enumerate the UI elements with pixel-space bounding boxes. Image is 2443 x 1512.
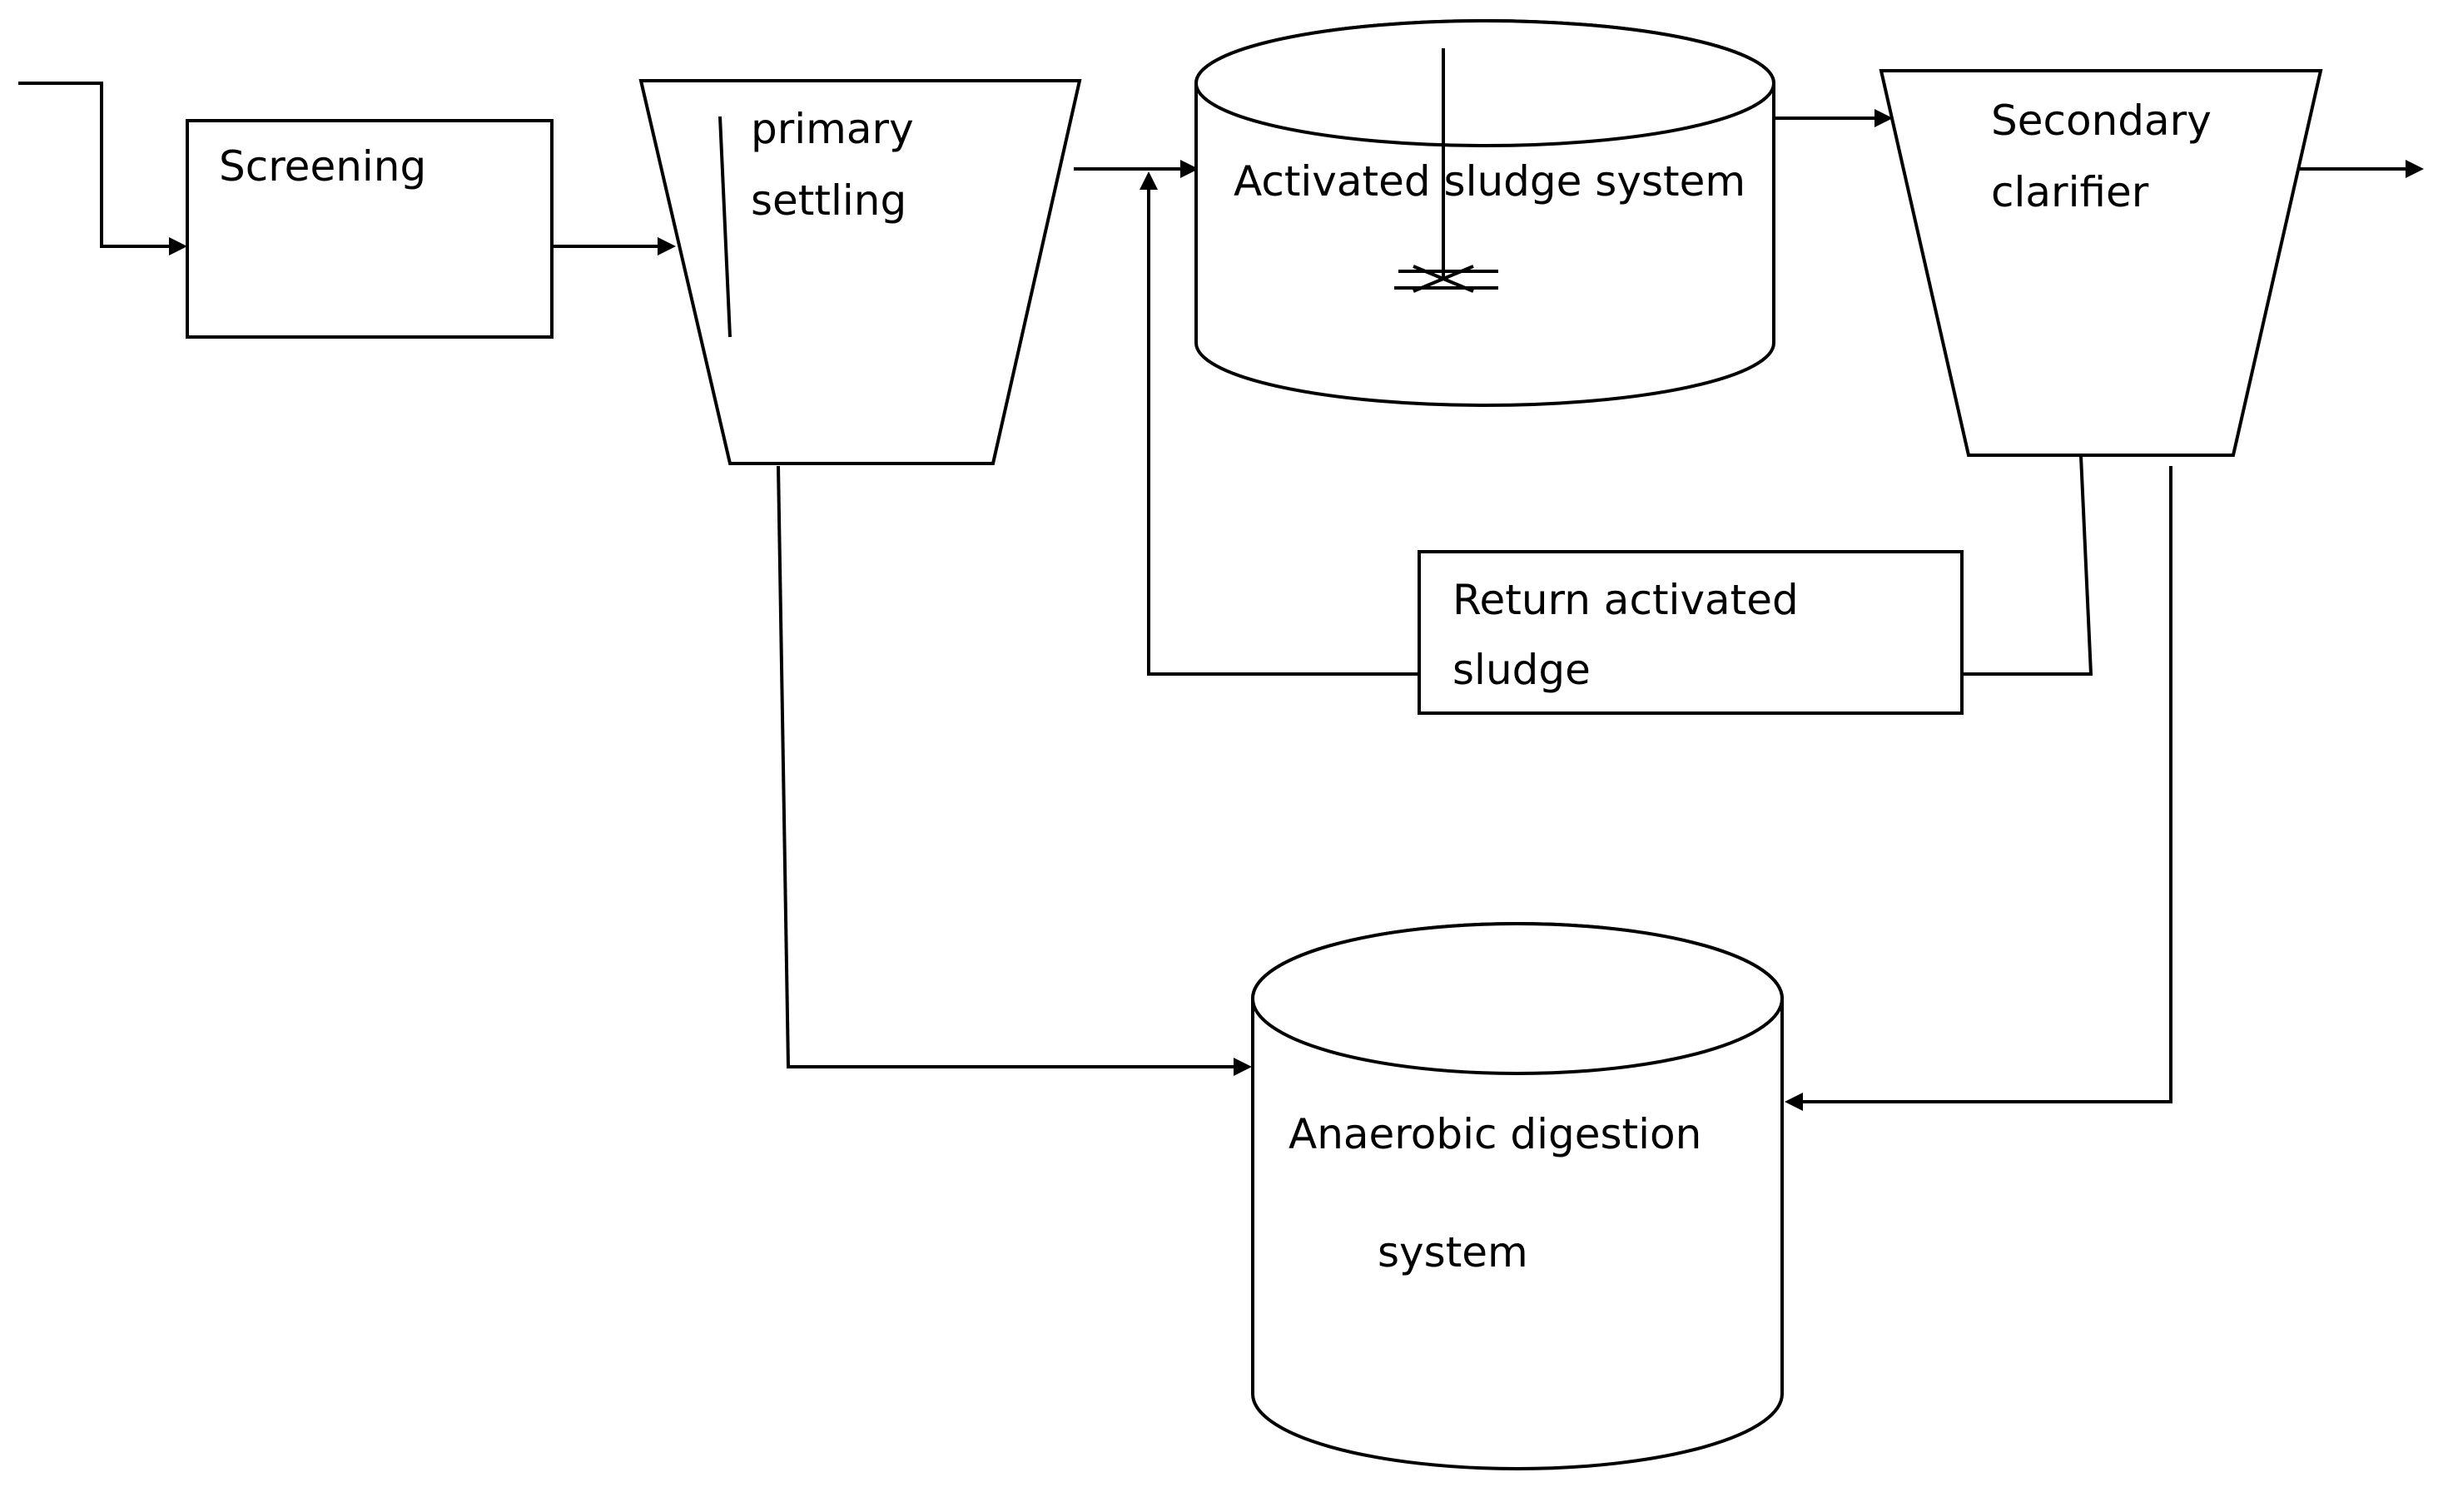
arrowhead-activated-sludge-in [1180,160,1199,178]
primary-settling-label-line1: primary [751,105,914,153]
arrowhead-return-sludge [1140,171,1158,190]
edge-influent-to-screening [18,82,171,248]
screening-node: Screening [186,119,554,339]
edge-primary-settling-to-digestion [777,465,1234,1068]
secondary-clarifier-node: Secondary clarifier [1879,69,2323,457]
arrowhead-screening-in [169,237,187,255]
arrowhead-clarifier-in [1874,109,1893,127]
return-sludge-node: Return activated sludge [1418,550,1964,715]
screening-label: Screening [219,142,426,191]
secondary-clarifier-label-line2: clarifier [1991,168,2149,216]
primary-settling-tank [638,79,1082,465]
activated-sludge-label: Activated sludge system [1234,157,1745,206]
anaerobic-digestion-label-line1: Anaerobic digestion [1289,1110,1701,1158]
arrowhead-primary-settling-in [658,237,676,255]
anaerobic-digestion-tank-top [1251,922,1784,1075]
screening-box [186,119,554,339]
return-sludge-label-line2: sludge [1452,646,1591,694]
secondary-clarifier-label-line1: Secondary [1991,97,2212,145]
edge-clarifier-to-return-sludge [1962,455,2093,676]
activated-sludge-tank-top [1194,19,1775,147]
return-sludge-label-line1: Return activated [1452,576,1799,624]
arrowhead-digestion-left [1234,1058,1252,1076]
edge-clarifier-to-digestion [1803,466,2172,1103]
edge-return-sludge-to-activated-sludge [1147,190,1419,676]
return-sludge-box [1418,550,1964,715]
secondary-clarifier-tank [1879,69,2323,457]
connectors [18,82,2424,1111]
anaerobic-digestion-node: Anaerobic digestion system [1251,922,1784,1470]
arrowhead-digestion-right [1785,1093,1803,1111]
primary-settling-node: primary settling [638,79,1082,465]
anaerobic-digestion-label-line2: system [1378,1228,1528,1277]
activated-sludge-node: Activated sludge system [1194,19,1775,407]
aerator-impeller-icon [1394,265,1498,293]
primary-settling-label-line2: settling [751,176,906,225]
arrowhead-effluent [2406,160,2424,178]
primary-settling-baffle [718,116,732,338]
